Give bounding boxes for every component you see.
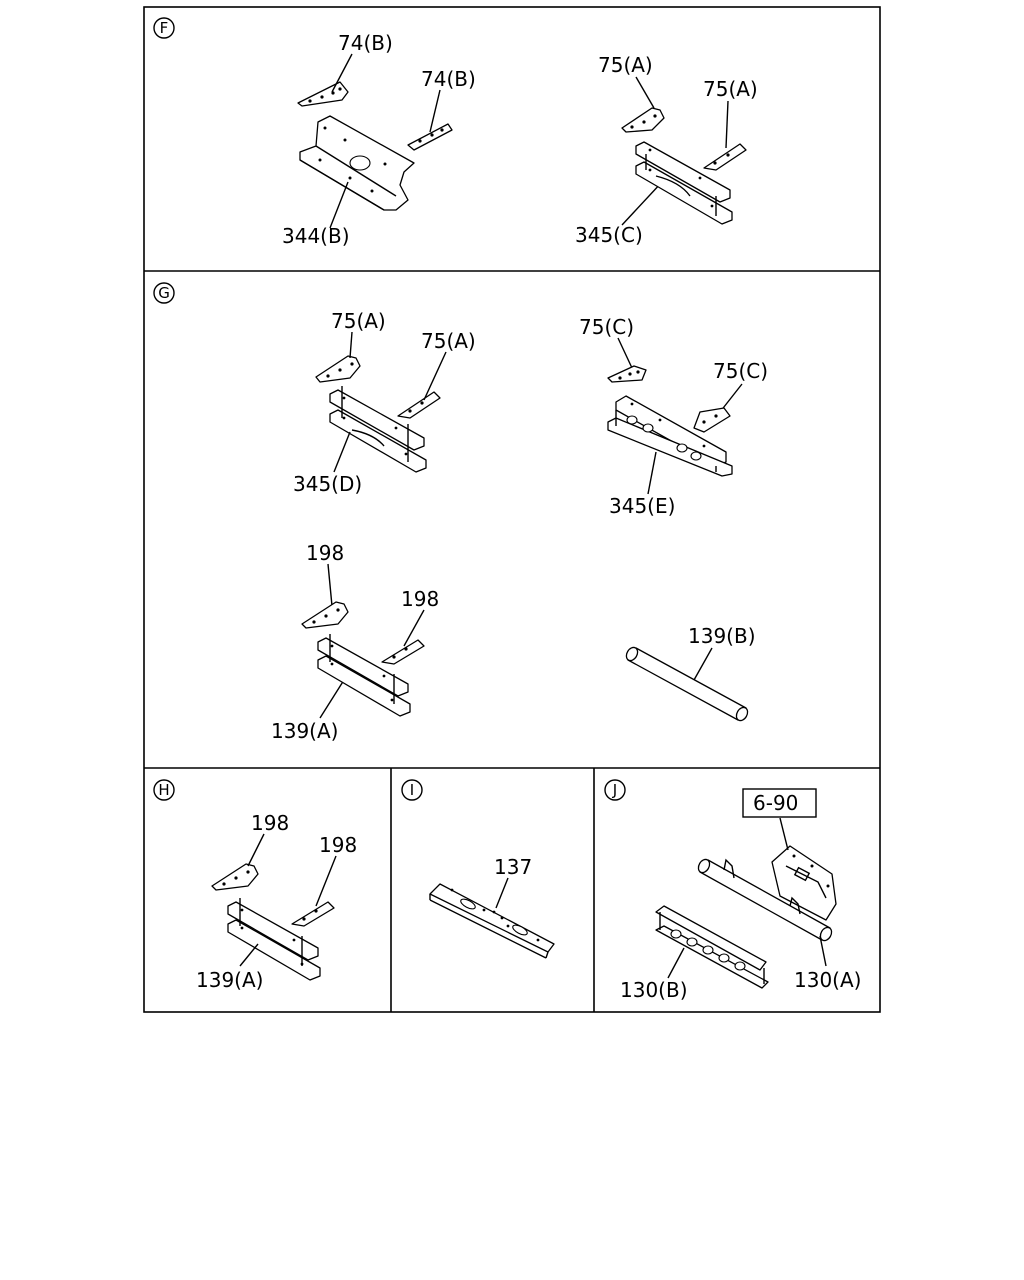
label-198-right-h: 198 [319,833,357,857]
label-139a-g: 139(A) [271,719,338,743]
part-75c-bracket-right [693,407,731,433]
leader-lines-f [329,53,729,229]
label-198-left-g: 198 [306,541,344,565]
label-345d: 345(D) [293,472,362,496]
part-139b-tube [625,646,749,722]
label-345e: 345(E) [609,494,675,518]
leader-lines-j [667,817,827,979]
svg-text:G: G [158,284,170,302]
part-130a-tube [697,858,833,942]
section-g: G [153,282,768,743]
part-6-90-plate [771,845,837,921]
leader-lines-h [239,833,337,967]
part-75a-bracket-right-f [703,143,747,171]
label-139b: 139(B) [688,624,756,648]
section-j: J 6-90 [604,779,861,1002]
label-130a: 130(A) [794,968,861,992]
label-198-right-g: 198 [401,587,439,611]
label-75a-left-f: 75(A) [598,53,653,77]
part-130b-channel [655,905,769,989]
svg-text:I: I [410,781,414,799]
part-198-bracket-left-g [301,601,349,629]
svg-text:J: J [612,781,617,799]
section-f: F [153,17,758,248]
section-marker-f: F [153,17,175,39]
label-75a-right-f: 75(A) [703,77,758,101]
section-h: H 198 198 139(A) [153,779,357,992]
part-139a-crossmember-g [317,634,411,717]
part-139a-crossmember-h [227,898,321,981]
label-75a-right-g: 75(A) [421,329,476,353]
section-marker-h: H [153,779,175,801]
label-75c-left: 75(C) [579,315,634,339]
section-marker-g: G [153,282,175,304]
label-198-left-h: 198 [251,811,289,835]
svg-text:H: H [158,781,169,799]
label-137: 137 [494,855,532,879]
section-marker-i: I [401,779,423,801]
svg-text:6-90: 6-90 [753,791,798,815]
part-198-bracket-right-g [381,639,425,665]
part-345e-crossmember [607,395,733,477]
leader-lines-g [319,331,743,719]
part-74b-bracket-left [297,81,349,107]
svg-text:F: F [160,19,169,37]
label-74b-left: 74(B) [338,31,393,55]
label-130b: 130(B) [620,978,688,1002]
label-345c: 345(C) [575,223,643,247]
section-i: I 137 [401,779,555,959]
part-75a-bracket-right-g [397,391,441,419]
leader-line-137 [495,877,509,909]
part-344b-crossmember [299,115,415,211]
diagram-frame [143,6,881,1013]
part-198-bracket-left-h [211,863,259,891]
label-75a-left-g: 75(A) [331,309,386,333]
label-139a-h: 139(A) [196,968,263,992]
part-198-bracket-right-h [291,901,335,927]
part-75c-bracket-left [607,365,647,383]
part-345d-crossmember [329,386,427,473]
part-75a-bracket-left-g [315,355,361,383]
part-137-crossmember [429,883,555,959]
part-345c-crossmember [635,141,733,225]
label-74b-right: 74(B) [421,67,476,91]
label-75c-right: 75(C) [713,359,768,383]
part-75a-bracket-left-f [621,107,665,133]
section-marker-j: J [604,779,626,801]
part-74b-bracket-right [407,123,453,151]
reference-box-6-90: 6-90 [742,788,817,818]
label-344b: 344(B) [282,224,350,248]
